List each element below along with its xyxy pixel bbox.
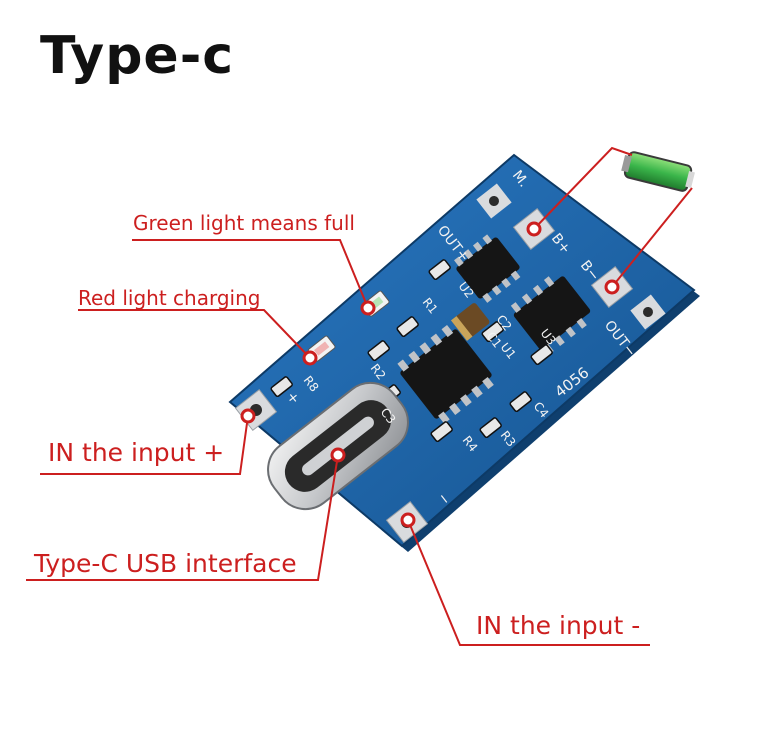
annotation-dots	[240, 221, 620, 528]
label-green-light: Green light means full	[133, 211, 355, 235]
annotation-lines	[26, 146, 693, 646]
capacitor-tantalum	[450, 303, 490, 341]
chip-u1	[397, 324, 494, 424]
chip-u3	[510, 276, 591, 355]
label-input-minus: IN the input -	[476, 611, 641, 640]
usb-c-connector	[267, 381, 409, 511]
label-usb-interface: Type-C USB interface	[34, 549, 297, 578]
page-title: Type-c	[40, 26, 235, 86]
smd-components	[270, 259, 553, 443]
battery-icon	[621, 151, 695, 192]
label-red-light: Red light charging	[78, 286, 261, 310]
chip-u2	[454, 234, 521, 303]
label-input-plus: IN the input +	[48, 438, 225, 467]
